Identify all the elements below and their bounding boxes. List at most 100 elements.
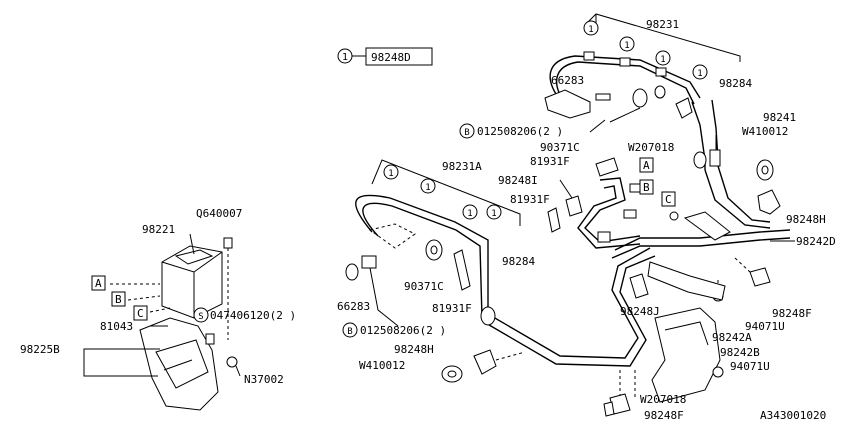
- marker-1-e: [383, 164, 399, 180]
- label-Q640007: Q640007: [196, 207, 242, 220]
- ref-bolt-part: [597, 231, 611, 243]
- protector-98242D: [683, 211, 731, 241]
- ref-a-right-text: A: [643, 159, 650, 172]
- bracket-66283-top: [544, 89, 591, 119]
- label-98248I: 98248I: [498, 174, 538, 187]
- ref-a-part: [629, 183, 641, 193]
- ref-c-right-text: C: [665, 193, 672, 206]
- ref-box-c-right: [661, 191, 676, 207]
- clip-81931F-mid: [547, 207, 561, 233]
- clamp-98248F-right: [749, 267, 771, 287]
- label-98248F-right: 98248F: [772, 307, 812, 320]
- label-N37002: N37002: [244, 373, 284, 386]
- clamp-98248H-right: [757, 189, 781, 215]
- bracket-inner: [155, 339, 209, 389]
- screw-marker-s-text: S: [198, 312, 203, 322]
- upper-pipe-assembly: 1 1 1 1: [544, 13, 741, 170]
- label-94071U-top: 94071U: [745, 320, 785, 333]
- bracket-66283-left: [368, 223, 416, 249]
- label-012508206-left: 012508206(2 ): [360, 324, 446, 337]
- ref-c-left-text: C: [137, 307, 144, 320]
- clip-upper-3: [655, 67, 667, 77]
- grommet-66283-left: [345, 263, 359, 281]
- protector-98242A: [647, 261, 726, 301]
- ref-box-b-left: [111, 291, 126, 307]
- bolt-marker-left: [342, 322, 358, 338]
- dash-98248F-right: [734, 257, 751, 273]
- ref-b-left-text: B: [115, 293, 122, 306]
- clip-upper-1: [583, 51, 595, 61]
- label-81931F-top: 81931F: [530, 155, 570, 168]
- right-parts: [611, 135, 795, 302]
- marker-1-g: [462, 204, 478, 220]
- clip-81931F-left: [453, 249, 471, 291]
- ref-c-part: [669, 211, 679, 221]
- leader-012508206-left: [369, 267, 399, 327]
- bracket-98225B: [139, 317, 219, 411]
- grommet-98284-left: [480, 306, 496, 326]
- label-98241: 98241: [763, 111, 796, 124]
- label-98284-top: 98284: [719, 77, 752, 90]
- label-66283-left: 66283: [337, 300, 370, 313]
- bracket-98231: [585, 13, 741, 62]
- ref-b-part: [623, 209, 637, 219]
- label-98248F-bottom: 98248F: [644, 409, 684, 422]
- middle-pipes: [483, 157, 724, 417]
- legend-part: 98248D: [371, 51, 411, 64]
- canister-top-detail: [174, 249, 214, 265]
- leader-90371C-top: [609, 107, 641, 123]
- protector-98242B: [651, 307, 721, 403]
- legend-box: [365, 47, 433, 66]
- marker-1-c: [655, 50, 671, 66]
- nut-94071U-bottom: [712, 366, 724, 378]
- ref-box-c-left: [133, 305, 148, 321]
- leader-98248I: [559, 179, 573, 199]
- dash-B: [127, 295, 161, 301]
- marker-1-f-text: 1: [425, 183, 430, 193]
- connector-98241-part: [709, 149, 721, 167]
- bolt-marker-top: [459, 123, 475, 139]
- canister-edges: [161, 251, 223, 318]
- grommet-small-top: [654, 85, 666, 99]
- marker-1-b-text: 1: [624, 41, 629, 51]
- label-98242B: 98242B: [720, 346, 760, 359]
- pipe-upper-down-b: [711, 99, 719, 161]
- label-98248H-right: 98248H: [786, 213, 826, 226]
- canister-98221: [161, 245, 223, 319]
- pipe-left-a: [355, 194, 489, 320]
- leader-N37002: [235, 365, 241, 377]
- left-pipe-assembly: 1 1 1 1: [345, 159, 526, 383]
- grommet-90371C-left-hole: [430, 245, 438, 255]
- dash-98248H-bottom: [495, 351, 526, 361]
- label-94071U-bottom: 94071U: [730, 360, 770, 373]
- clamp-98248I: [565, 195, 583, 217]
- marker-1-h-text: 1: [491, 209, 496, 219]
- leader-98221: [189, 233, 195, 255]
- marker-1-g-text: 1: [467, 209, 472, 219]
- clip-81931F-top-2: [595, 157, 619, 177]
- leader-012508206-top: [589, 119, 606, 133]
- label-98231: 98231: [646, 18, 679, 31]
- marker-1-e-text: 1: [388, 169, 393, 179]
- label-81043: 81043: [100, 320, 133, 333]
- clip-upper-2: [619, 57, 631, 67]
- ref-a-left-text: A: [95, 277, 102, 290]
- label-98225B: 98225B: [20, 343, 60, 356]
- marker-1-c-text: 1: [660, 55, 665, 65]
- label-98221: 98221: [142, 223, 175, 236]
- grommet-90371C-top: [632, 88, 648, 108]
- grommet-W410012-bottom-hole: [447, 370, 457, 378]
- marker-1-d-text: 1: [697, 69, 702, 79]
- reference-boxes: A B C A B C: [91, 157, 676, 321]
- label-66283-top: 66283: [551, 74, 584, 87]
- bolt-marker-top-text: B: [464, 128, 469, 138]
- dash-C: [149, 307, 171, 313]
- bolt-markers: B B S: [193, 123, 475, 338]
- label-98231A: 98231A: [442, 160, 482, 173]
- legend: 1 98248D: [337, 47, 433, 66]
- ref-box-b-right: [639, 179, 654, 195]
- screw-047406120: [205, 333, 215, 345]
- label-W207018-top: W207018: [628, 141, 674, 154]
- grommet-W410012-right-hole: [761, 165, 769, 175]
